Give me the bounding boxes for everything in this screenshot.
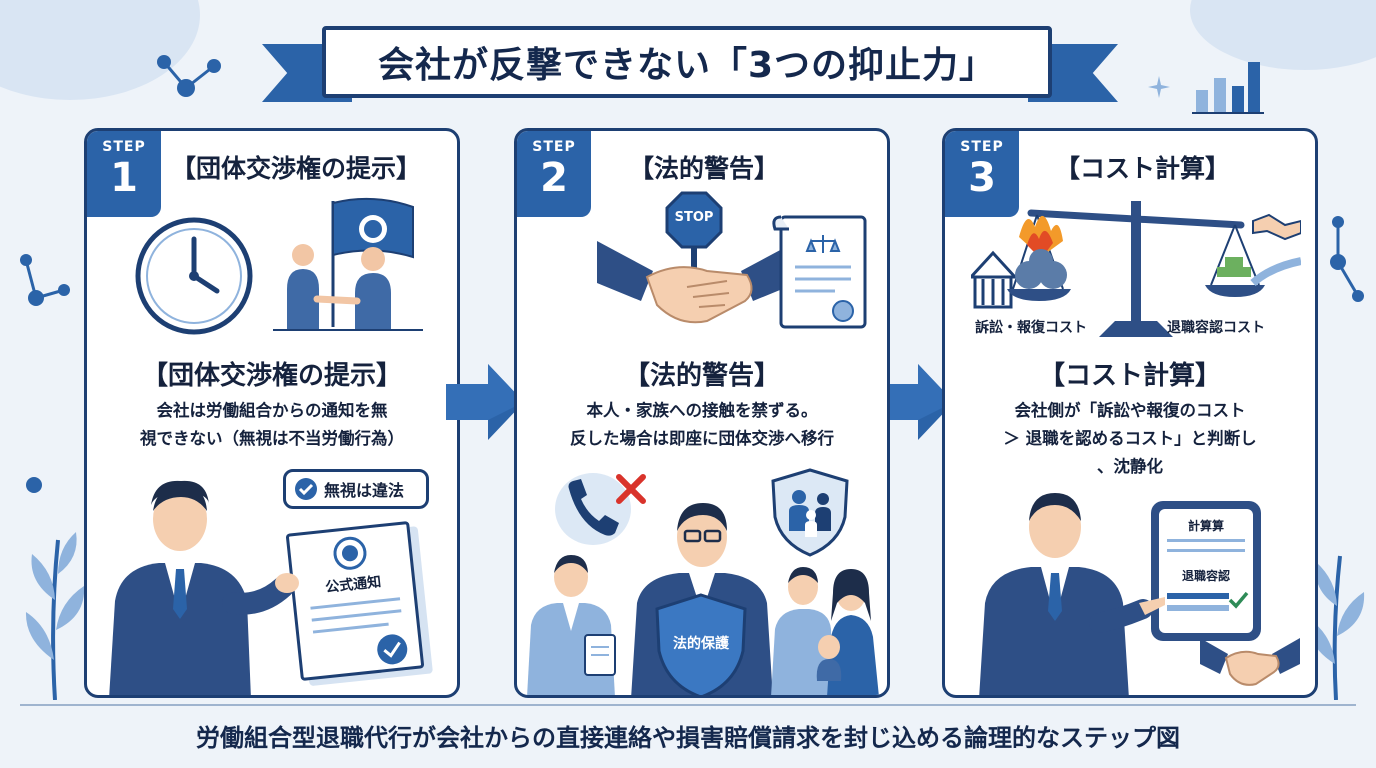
step-card-1: STEP 1 【団体交渉権の提示】 【団体交渉権の提示】 会社は労働組合からの通… [84,128,460,698]
illegal-badge: 無視は違法 [283,469,429,509]
tablet-label: 退職容認 [1181,569,1230,583]
card-heading: 【コスト計算】 [1038,361,1221,391]
step-label: STEP [960,139,1004,155]
description-line: 本人・家族への接触を禁ずる。 [586,401,818,420]
businessman-presenting-icon [109,480,299,695]
step-label: STEP [102,139,146,155]
card-description: 会社は労働組合からの通知を無 視できない（無視は不当労働行為） [97,397,447,453]
handshake-icon [597,241,797,324]
scale-left-label: 訴訟・報復コスト [975,320,1087,336]
step-number: 3 [968,155,996,201]
step-number: 1 [110,155,138,201]
card-heading: 【団体交渉権の提示】 [141,361,402,391]
stop-sign-icon [665,191,723,249]
card-description: 本人・家族への接触を禁ずる。 反した場合は即座に団体交渉へ移行 [527,397,877,453]
card-heading: 【法的警告】 [623,361,780,391]
legal-protection-shield: 法的保護 [653,591,749,695]
family-shield-icon [771,468,849,557]
stop-sign: STOP [665,191,723,249]
description-line: ＞ 退職を認めるコスト」と判断し [1003,429,1257,448]
step-badge: STEP 2 [517,131,591,217]
step-number: 2 [540,155,568,201]
handshake-negotiation-icon [273,197,423,331]
card-title: 【団体交渉権の提示】 [171,154,422,183]
bar-chart-decoration-icon [1192,62,1264,114]
family-icon [771,567,879,695]
step-badge: STEP 3 [945,131,1019,217]
molecule-decoration-icon [157,55,221,97]
flow-arrow-1 [446,364,524,440]
approved-stamp-icon [377,634,408,665]
baseline-divider [20,704,1356,706]
check-icon [1228,591,1249,609]
figure-caption: 労働組合型退職代行が会社からの直接連絡や損害賠償請求を封じ込める論理的なステップ… [196,724,1180,752]
legal-scroll-icon [772,215,867,329]
clock-icon [135,217,253,335]
plant-left-icon [25,532,85,700]
sparkle-decoration-icon [1148,76,1170,98]
shield-text: 法的保護 [673,636,729,652]
card-title: 【法的警告】 [629,154,780,183]
document-label: 公式通知 [324,574,383,596]
handshake-decoration-icon [1200,638,1300,686]
card-description: 会社側が「訴訟や報復のコスト ＞ 退職を認めるコスト」と判断し 、沈静化 [955,397,1305,481]
step-badge: STEP 1 [87,131,161,217]
scale-right-label: 退職容認コスト [1167,320,1265,336]
description-line: 会社は労働組合からの通知を無 [156,401,388,420]
tablet-title: 計算算 [1187,519,1224,533]
balance-scale-icon [971,201,1301,337]
molecule-decoration-icon [1330,216,1364,302]
seal-icon [333,536,367,570]
businessman-pointing-icon [979,493,1165,695]
description-line: 視できない（無視は不当労働行為） [140,429,404,448]
dots-decoration-icon [26,477,42,493]
stop-sign-text: STOP [674,210,714,225]
step-label: STEP [532,139,576,155]
check-circle-icon [295,478,317,500]
shield-icon [655,593,747,695]
stop-sign-pole [691,247,697,277]
page-title: 会社が反撃できない「3つの抑止力」 [322,26,1052,98]
card-title: 【コスト計算】 [1055,154,1231,183]
colleague-with-clipboard-icon [527,555,616,695]
phone-blocked-icon [555,473,646,545]
description-line: 、沈静化 [1097,457,1163,476]
step-card-3: STEP 3 【コスト計算】 訴訟・報復コスト 退職容認コスト 【コスト計算】 … [942,128,1318,698]
official-notice-document: 公式通知 [285,520,425,682]
badge-text: 無視は違法 [324,481,405,500]
step-card-2: STEP 2 【法的警告】 STOP 【法的警告】 本人・家族への接触を禁ずる。… [514,128,890,698]
calculation-tablet: 計算算 退職容認 [1151,501,1261,641]
flow-arrow-2 [876,364,954,440]
description-line: 反した場合は即座に団体交渉へ移行 [570,429,834,448]
molecule-decoration-icon [20,254,70,306]
description-line: 会社側が「訴訟や報復のコスト [1014,401,1246,420]
